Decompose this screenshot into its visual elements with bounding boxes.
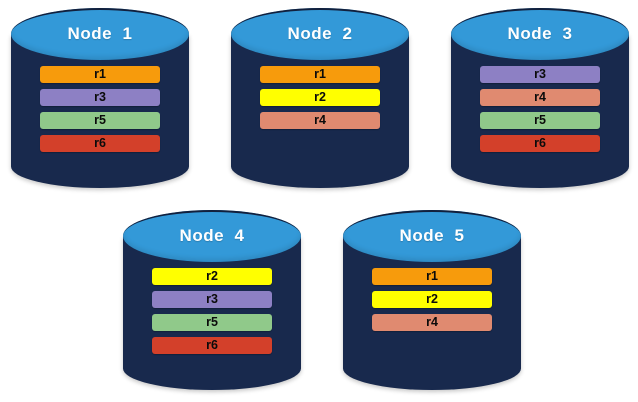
replica-row[interactable]: r1 bbox=[372, 268, 492, 285]
replica-row[interactable]: r2 bbox=[372, 291, 492, 308]
node-title: Node 5 bbox=[399, 226, 465, 245]
replica-row-list: r2 r3 r5 r6 bbox=[123, 210, 301, 390]
cylinder-top bbox=[231, 8, 409, 60]
replica-row[interactable]: r4 bbox=[480, 89, 600, 106]
replica-row[interactable]: r3 bbox=[480, 66, 600, 83]
replica-row[interactable]: r2 bbox=[152, 268, 272, 285]
cylinder-top bbox=[123, 210, 301, 262]
replica-row[interactable]: r3 bbox=[40, 89, 160, 106]
node-title: Node 1 bbox=[67, 24, 133, 43]
cylinder-top bbox=[451, 8, 629, 60]
replica-row[interactable]: r1 bbox=[260, 66, 380, 83]
node-title: Node 2 bbox=[287, 24, 353, 43]
replica-row[interactable]: r4 bbox=[260, 112, 380, 129]
cylinder-top bbox=[343, 210, 521, 262]
replica-row[interactable]: r2 bbox=[260, 89, 380, 106]
replica-row[interactable]: r3 bbox=[152, 291, 272, 308]
replica-row[interactable]: r5 bbox=[480, 112, 600, 129]
replica-row-list: r1 r3 r5 r6 bbox=[11, 8, 189, 188]
replica-row[interactable]: r1 bbox=[40, 66, 160, 83]
replica-row[interactable]: r6 bbox=[152, 337, 272, 354]
replica-row-list: r3 r4 r5 r6 bbox=[451, 8, 629, 188]
cylinder-top bbox=[11, 8, 189, 60]
node-1[interactable]: Node 1 r1 r3 r5 r6 bbox=[11, 8, 189, 188]
node-2[interactable]: Node 2 r1 r2 r4 bbox=[231, 8, 409, 188]
replica-row[interactable]: r6 bbox=[480, 135, 600, 152]
replica-row[interactable]: r5 bbox=[152, 314, 272, 331]
node-title: Node 3 bbox=[507, 24, 573, 43]
node-title: Node 4 bbox=[179, 226, 245, 245]
node-4[interactable]: Node 4 r2 r3 r5 r6 bbox=[123, 210, 301, 390]
replica-row-list: r1 r2 r4 bbox=[343, 210, 521, 390]
replica-row[interactable]: r5 bbox=[40, 112, 160, 129]
replica-row[interactable]: r4 bbox=[372, 314, 492, 331]
replica-row-list: r1 r2 r4 bbox=[231, 8, 409, 188]
node-5[interactable]: Node 5 r1 r2 r4 bbox=[343, 210, 521, 390]
node-3[interactable]: Node 3 r3 r4 r5 r6 bbox=[451, 8, 629, 188]
replica-row[interactable]: r6 bbox=[40, 135, 160, 152]
